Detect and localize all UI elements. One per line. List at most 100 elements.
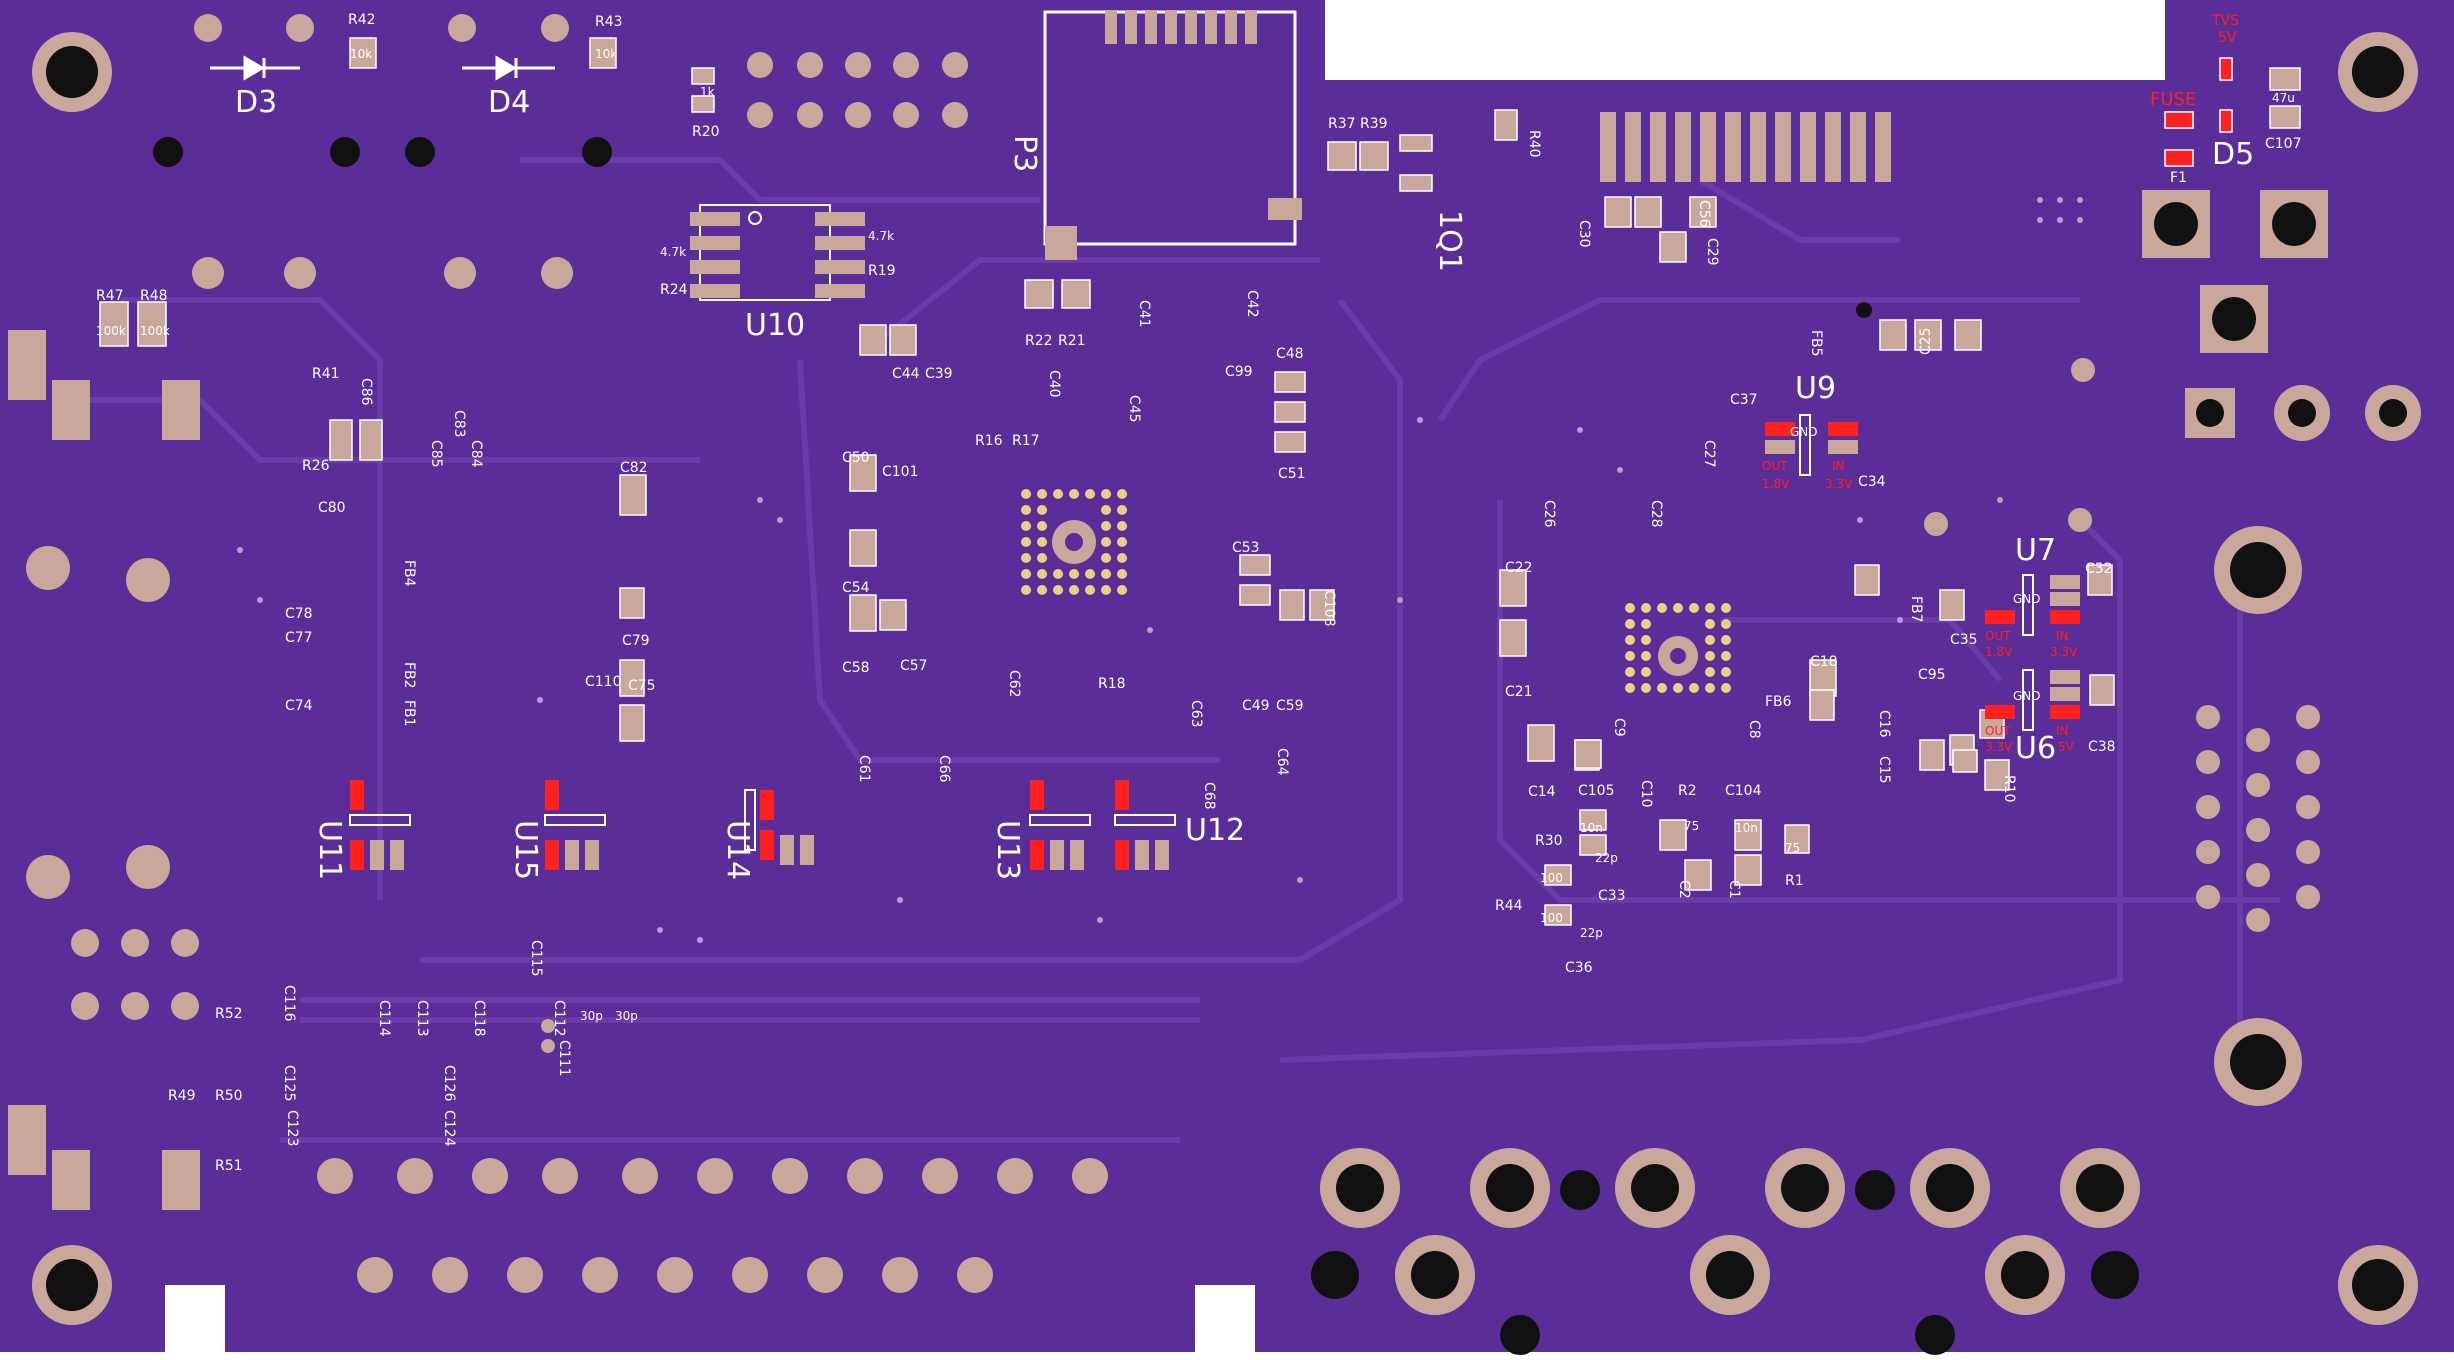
u9-out-voltage: 1.8V	[1762, 477, 1790, 491]
value-c107: 47u	[2272, 91, 2295, 105]
regulator-u13	[1029, 780, 1091, 870]
label-c10: C10	[1638, 780, 1654, 808]
smd-pads	[99, 37, 2301, 926]
label-r18: R18	[1098, 676, 1126, 692]
label-c123: C123	[284, 1110, 300, 1147]
label-c39: C39	[925, 366, 953, 382]
label-c40: C40	[1046, 370, 1062, 398]
label-r30: R30	[1535, 833, 1563, 849]
label-c112: C112	[551, 1000, 567, 1037]
label-r16: R16	[975, 433, 1003, 449]
label-tvs: TVS	[2211, 13, 2239, 29]
label-c1: C1	[1726, 880, 1742, 899]
label-c58: C58	[842, 660, 870, 676]
label-c16: C16	[1876, 710, 1892, 738]
label-r24: R24	[660, 282, 688, 298]
label-c36: C36	[1565, 960, 1593, 976]
label-fb5: FB5	[1808, 330, 1824, 357]
label-c59: C59	[1276, 698, 1304, 714]
label-u9: U9	[1795, 371, 1836, 406]
label-u6: U6	[2015, 731, 2056, 766]
u7-out-voltage: 1.8V	[1985, 645, 2013, 659]
label-fb6: FB6	[1765, 694, 1792, 710]
label-c118: C118	[471, 1000, 487, 1037]
label-r51: R51	[215, 1158, 243, 1174]
label-c80: C80	[318, 500, 346, 516]
label-c42: C42	[1244, 290, 1260, 318]
label-c111: C111	[556, 1040, 572, 1077]
label-r22: R22	[1025, 333, 1053, 349]
label-c33: C33	[1598, 888, 1626, 904]
label-c9: C9	[1611, 718, 1627, 737]
usb-connector-p3	[1043, 10, 1302, 260]
label-c41: C41	[1136, 300, 1152, 328]
label-c45: C45	[1126, 395, 1142, 423]
label-c51: C51	[1278, 466, 1306, 482]
label-c57: C57	[900, 658, 928, 674]
value-r48: 100k	[140, 324, 170, 338]
label-c114: C114	[376, 1000, 392, 1037]
right-connector-pads	[2142, 190, 2421, 932]
value-r2: 75	[1684, 819, 1699, 833]
label-c110: C110	[585, 674, 622, 690]
label-r52: R52	[215, 1006, 243, 1022]
label-r50: R50	[215, 1088, 243, 1104]
label-r42: R42	[348, 12, 376, 28]
label-r37: R37	[1328, 116, 1356, 132]
value-c112: 30p	[580, 1009, 603, 1023]
label-c101: C101	[882, 464, 919, 480]
u7-in-voltage: 3.3V	[2050, 645, 2078, 659]
label-r39: R39	[1360, 116, 1388, 132]
label-c27: C27	[1701, 440, 1717, 468]
value-c105: 10n	[1580, 821, 1603, 835]
value-r43: 10k	[595, 47, 617, 61]
value-c33: 22p	[1595, 851, 1618, 865]
u6-in-label: IN	[2056, 724, 2069, 738]
label-c63: C63	[1188, 700, 1204, 728]
top-left-pads	[153, 14, 968, 289]
u6-in-voltage: 5V	[2058, 740, 2075, 754]
u9-in-voltage: 3.3V	[1825, 477, 1853, 491]
label-c108: C108	[1321, 590, 1337, 627]
label-q1: 1Q1	[1432, 210, 1467, 272]
label-c56: C56	[1696, 200, 1712, 228]
u6-out-label: OUT	[1985, 724, 2011, 738]
label-c75: C75	[628, 678, 656, 694]
value-r20: 1k	[700, 85, 715, 99]
label-c50: C50	[842, 450, 870, 466]
value-c36: 22p	[1580, 926, 1603, 940]
u7-gnd: GND	[2013, 592, 2041, 606]
value-r1: 75	[1785, 841, 1800, 855]
label-u14: U14	[720, 820, 755, 880]
label-r44: R44	[1495, 898, 1523, 914]
label-u11: U11	[312, 820, 347, 880]
u9-out-label: OUT	[1762, 459, 1788, 473]
label-fuse: FUSE	[2150, 89, 2196, 110]
value-r19: 4.7k	[868, 229, 894, 243]
u6-gnd: GND	[2013, 689, 2041, 703]
bga-package-2	[1625, 603, 1731, 693]
label-r21: R21	[1058, 333, 1086, 349]
label-c125: C125	[281, 1065, 297, 1102]
label-c26: C26	[1541, 500, 1557, 528]
u9-in-label: IN	[1832, 459, 1845, 473]
label-c99: C99	[1225, 364, 1253, 380]
label-r1: R1	[1785, 873, 1804, 889]
label-c48: C48	[1276, 346, 1304, 362]
label-c105: C105	[1578, 783, 1615, 799]
diode-d4	[462, 55, 555, 81]
label-fb7: FB7	[1908, 596, 1924, 623]
u7-in-label: IN	[2056, 629, 2069, 643]
label-c116: C116	[281, 985, 297, 1022]
value-r47: 100k	[96, 324, 126, 338]
value-r42: 10k	[350, 47, 372, 61]
value-c111: 30p	[615, 1009, 638, 1023]
label-p3: P3	[1007, 135, 1042, 172]
label-c21: C21	[1505, 684, 1533, 700]
label-c115: C115	[528, 940, 544, 977]
label-c66: C66	[936, 755, 952, 783]
value-c104: 10n	[1735, 821, 1758, 835]
bottom-header-pins	[317, 1158, 1108, 1293]
label-c32: C32	[2085, 561, 2113, 577]
label-tvs-voltage: 5V	[2218, 30, 2237, 46]
